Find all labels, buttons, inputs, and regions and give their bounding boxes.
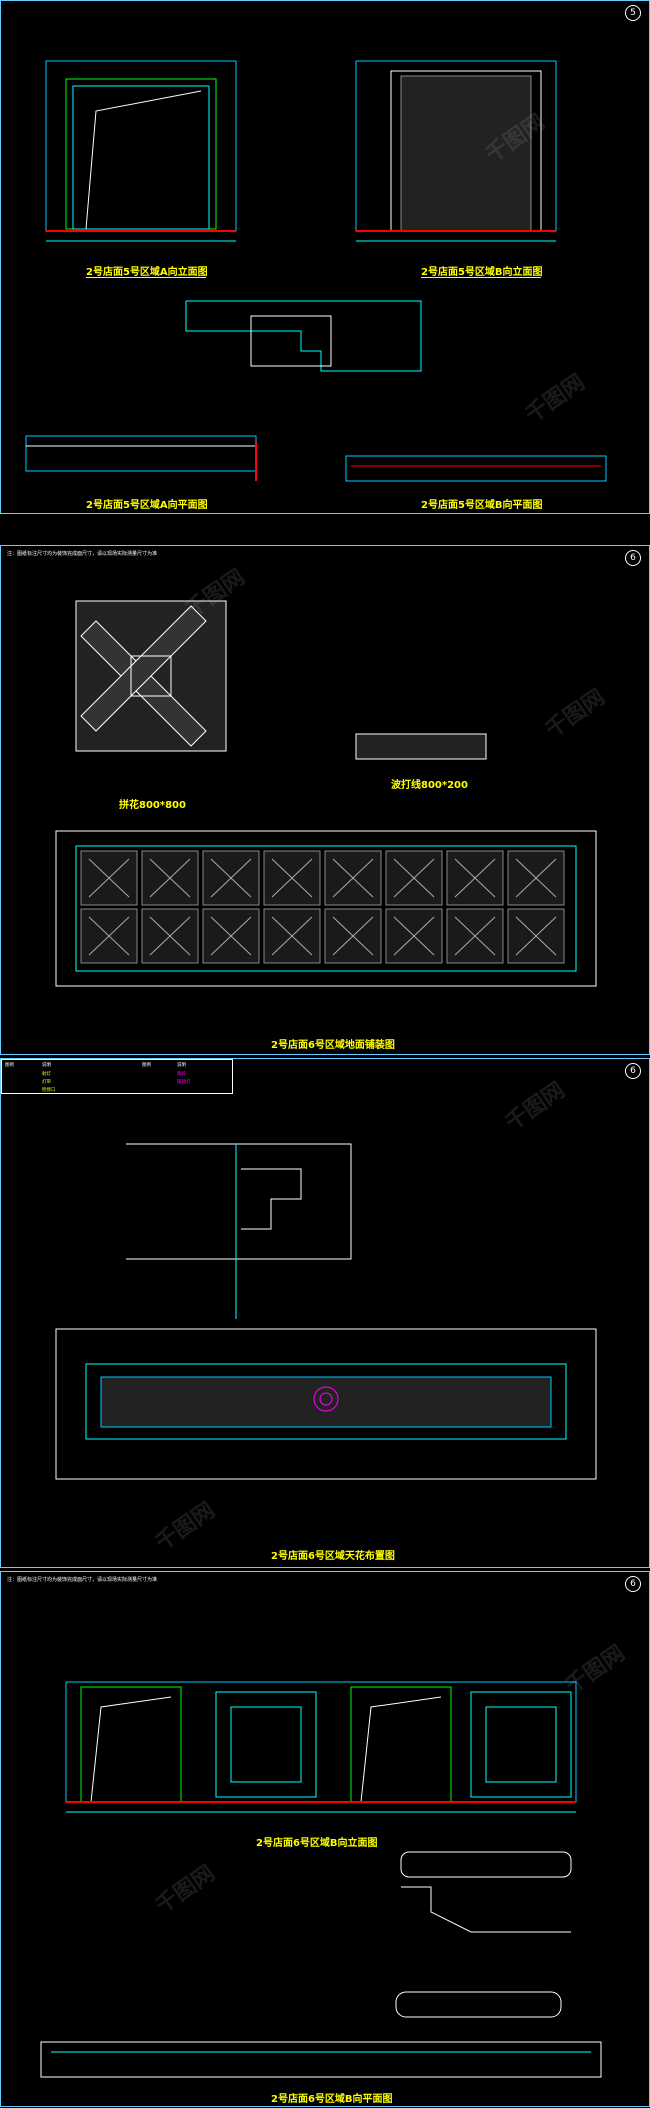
drawing-sheet-4: 注：图纸标注尺寸均为装饰完成面尺寸，请以现场实际测量尺寸为准 6 2号店面6号区… [0,1571,650,2107]
lighting-legend: 图例 说明 图例 说明 射灯 筒灯 灯带 吸顶灯 检修口 [1,1059,233,1094]
title-5-b-plan: 2号店面5号区域B向平面图 [421,500,543,511]
title-6-ceiling-plan: 2号店面6号区域天花布置图 [271,1551,395,1562]
drawing-sheet-2: 注：图纸标注尺寸均为装饰完成面尺寸，请以现场实际测量尺寸为准 6 拼花800*8… [0,545,650,1055]
title-6-b-plan: 2号店面6号区域B向平面图 [271,2094,393,2105]
title-border-strip: 波打线800*200 [391,780,468,791]
drawing-sheet-3: 图例 说明 图例 说明 射灯 筒灯 灯带 吸顶灯 检修口 6 2号店面6号区域天… [0,1058,650,1568]
sheet-number-badge: 6 [625,1063,641,1079]
sheet-number-badge: 6 [625,550,641,566]
sheet-note: 注：图纸标注尺寸均为装饰完成面尺寸，请以现场实际测量尺寸为准 [7,551,158,557]
drawing-sheet-1: 5 2号店面5号区域A向立面图 [0,0,650,514]
sheet1-linework [25,60,607,482]
title-5-a-elevation: 2号店面5号区域A向立面图 [86,267,208,278]
title-6-b-elevation: 2号店面6号区域B向立面图 [256,1838,378,1849]
sheet2-linework [55,600,597,987]
title-flower-tile: 拼花800*800 [119,800,186,811]
sheet-note: 注：图纸标注尺寸均为装饰完成面尺寸，请以现场实际测量尺寸为准 [7,1577,158,1583]
sheet-number-badge: 6 [625,1576,641,1592]
title-5-b-elevation: 2号店面5号区域B向立面图 [421,267,543,278]
title-5-a-plan: 2号店面5号区域A向平面图 [86,500,208,511]
sheet4-linework [40,1681,602,2078]
sheet-number-badge: 5 [625,5,641,21]
title-6-floor-plan: 2号店面6号区域地面铺装图 [271,1040,395,1051]
sheet3-linework [55,1143,597,1480]
